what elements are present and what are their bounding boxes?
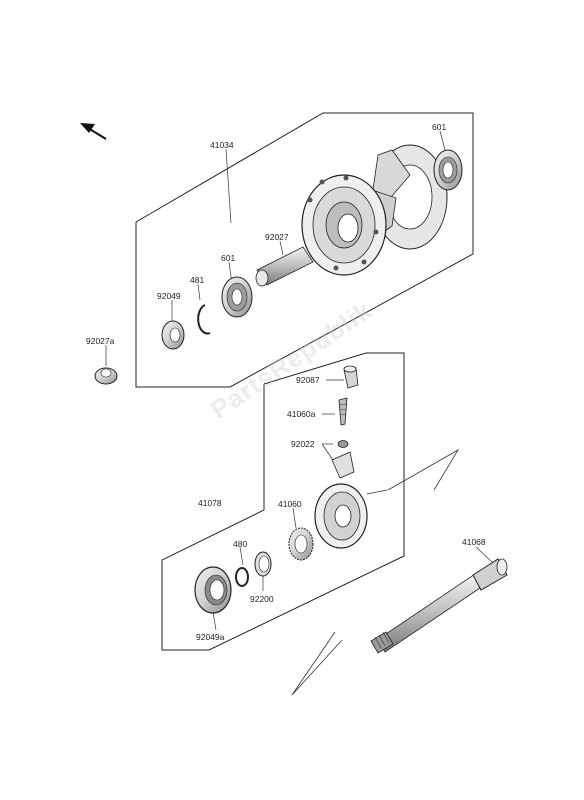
axle-center-line [291, 448, 460, 696]
circlip-480 [235, 567, 249, 587]
front-hub-41034 [301, 144, 448, 276]
gear-housing [314, 451, 368, 549]
label-92049a: 92049a [196, 632, 225, 642]
oil-seal-92049a [194, 566, 232, 614]
bearing-601-right [433, 149, 463, 191]
washer-92022 [337, 440, 349, 448]
gear-assembly-outline [161, 352, 405, 651]
circlip-481 [197, 304, 211, 335]
label-481: 481 [190, 275, 205, 285]
label-601: 601 [221, 253, 236, 263]
label-480: 480 [233, 539, 248, 549]
label-41068: 41068 [462, 537, 486, 547]
label-92027a: 92027a [86, 336, 115, 346]
label-92087: 92087 [296, 375, 320, 385]
label-41060: 41060 [278, 499, 302, 509]
oil-seal-92049 [161, 320, 185, 350]
axle-41068 [370, 558, 508, 654]
washer-92200 [254, 551, 272, 577]
bearing-601-left [221, 276, 253, 318]
gear-41060 [288, 527, 314, 561]
label-41060a: 41060a [287, 409, 316, 419]
label-92022: 92022 [291, 439, 315, 449]
hub-assembly-outline [135, 112, 474, 388]
pinion-41060a [338, 397, 348, 426]
label-92200: 92200 [250, 594, 274, 604]
collar-92027a [94, 367, 118, 385]
leader-lines [105, 130, 493, 631]
spacer-tube-92027 [255, 246, 314, 287]
label-92027: 92027 [265, 232, 289, 242]
direction-arrow-icon [80, 123, 107, 140]
cap-92087 [343, 365, 359, 389]
label-41034: 41034 [210, 140, 234, 150]
label-601-top: 601 [432, 122, 447, 132]
label-41078: 41078 [198, 498, 222, 508]
label-92049: 92049 [157, 291, 181, 301]
